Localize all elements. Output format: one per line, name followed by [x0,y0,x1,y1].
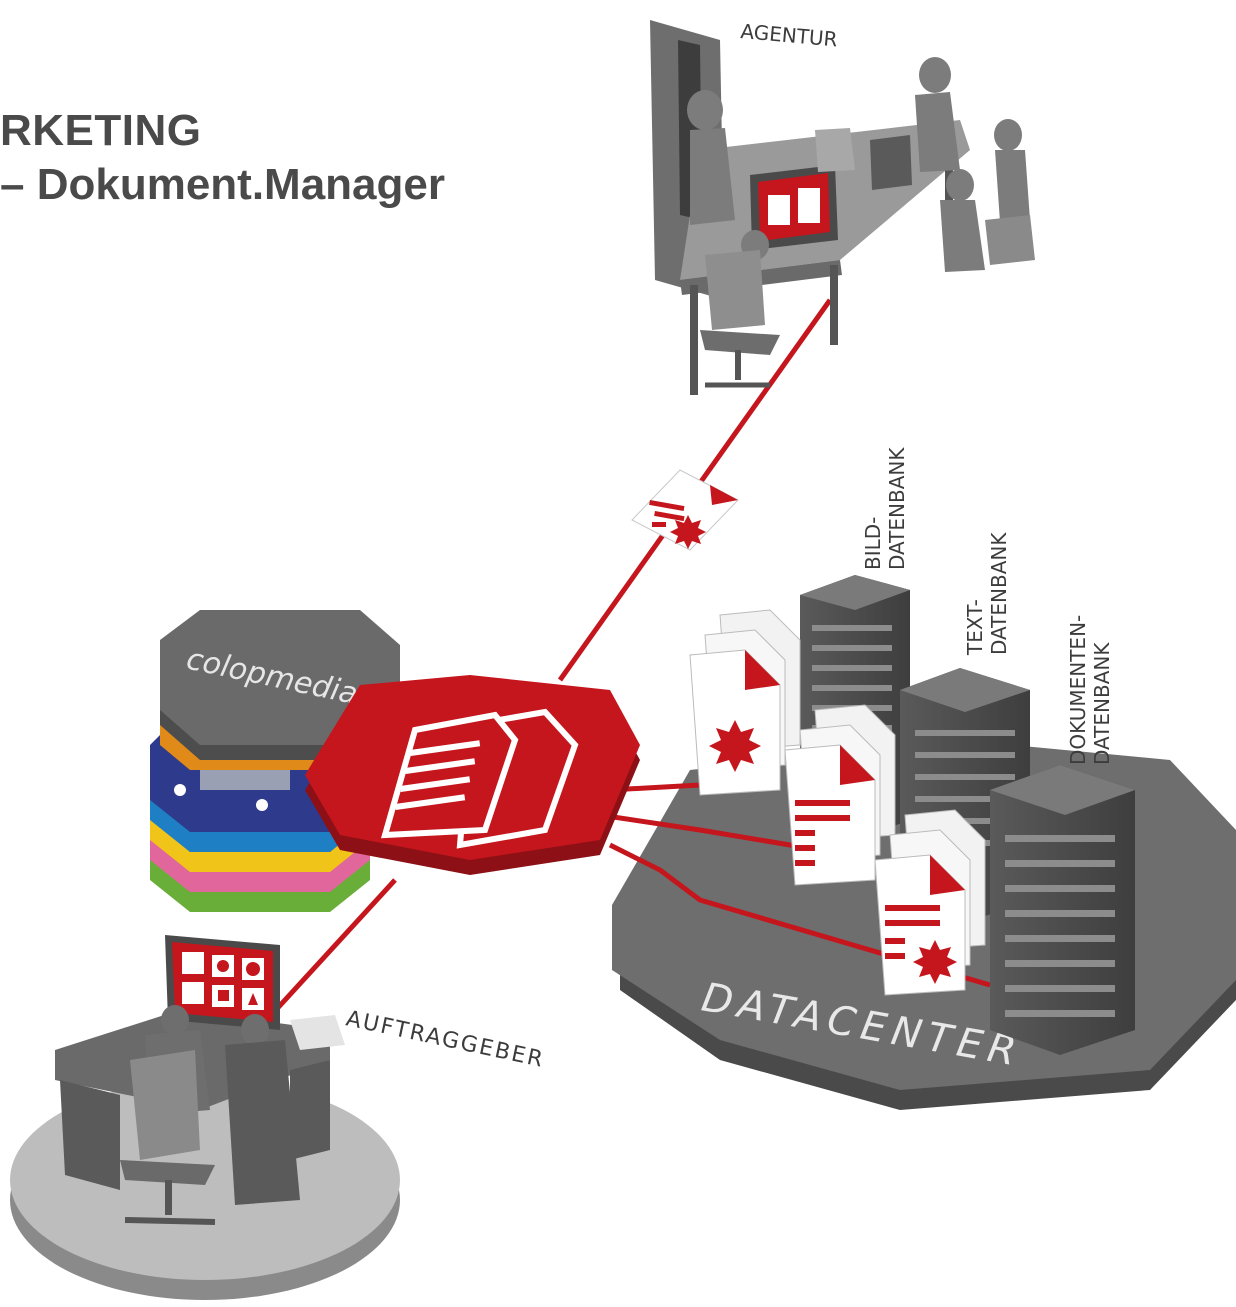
floating-document [631,469,739,551]
document-hub [305,675,640,875]
people-agentur [687,57,1030,272]
bild-label-2: DATENBANK [885,447,909,570]
office-chair-icon [700,250,780,388]
document-stack-text [784,704,896,886]
page-title: RKETING – Dokument.Manager [0,104,445,211]
title-line-1: RKETING [0,106,202,155]
agentur-label: AGENTUR [740,19,839,51]
db-labels: BILD- DATENBANK TEXT- DATENBANK DOKUMENT… [861,447,1114,765]
office-chair-icon [120,1050,216,1225]
document-stack-dokument [874,809,986,996]
dok-label-2: DATENBANK [1090,642,1114,765]
star-burst-icon [709,720,761,772]
auftraggeber-station: AUFTRAGGEBER [10,935,547,1300]
auftraggeber-label: AUFTRAGGEBER [344,1006,547,1072]
document-stack-bild [689,609,801,796]
server-rack-dokument [990,765,1135,1055]
monitor-icon [165,935,280,1030]
monitor-icon [750,165,838,250]
text-label-2: DATENBANK [987,532,1011,655]
title-line-2: – Dokument.Manager [0,159,445,209]
bild-label-1: BILD- [861,517,885,570]
text-label-1: TEXT- [963,599,987,656]
dok-label-1: DOKUMENTEN- [1066,615,1090,765]
agentur-office: AGENTUR [650,19,1035,395]
